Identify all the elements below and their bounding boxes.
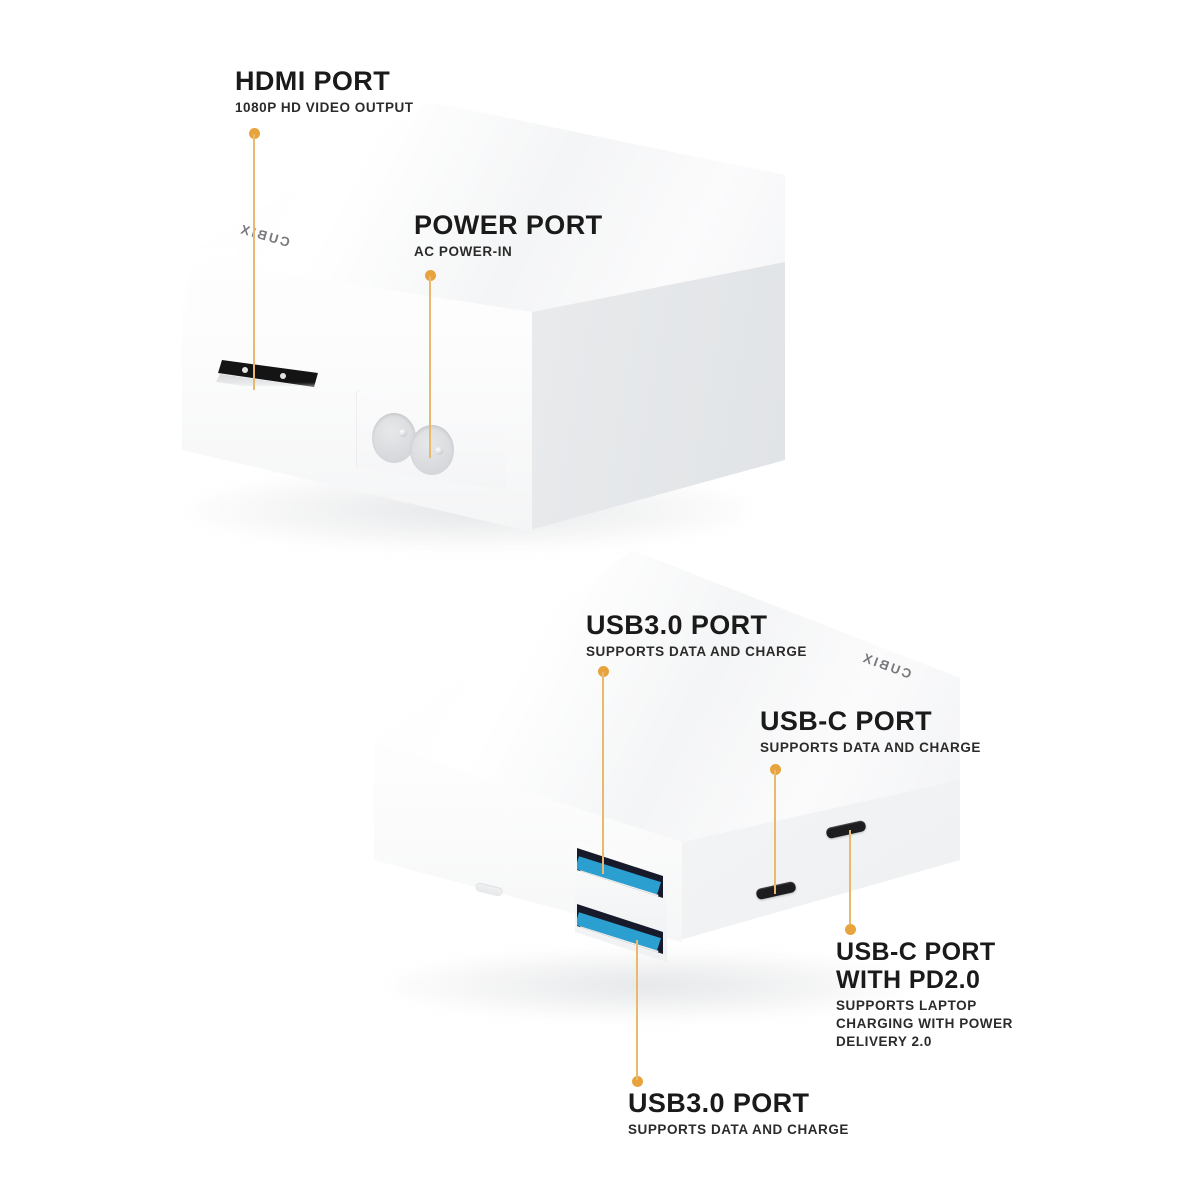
usb3-top-leader-line (602, 672, 604, 874)
usb3-bottom-leader-line (636, 940, 638, 1080)
hdmi-leader-dot (249, 128, 260, 139)
usbc-leader-dot (770, 764, 781, 775)
callout-usbc-pd-title: USB-C PORT WITH PD2.0 (836, 938, 996, 994)
callout-hdmi-subtitle: 1080P HD VIDEO OUTPUT (235, 100, 414, 116)
callout-usbc-title: USB-C PORT (760, 706, 932, 736)
callout-power-title: POWER PORT (414, 210, 603, 240)
callout-hdmi-title: HDMI PORT (235, 66, 391, 96)
callout-usbc-subtitle: SUPPORTS DATA AND CHARGE (760, 740, 981, 756)
ac-power-hole-left (372, 413, 416, 463)
callout-usbc-pd: USB-C PORT WITH PD2.0 SUPPORTS LAPTOP CH… (836, 938, 1013, 1052)
callout-usb3-top-title: USB3.0 PORT (586, 610, 768, 640)
callout-power: POWER PORT AC POWER-IN (414, 210, 603, 261)
device-front: CUBIX (160, 80, 840, 560)
callout-usb3-top-subtitle: SUPPORTS DATA AND CHARGE (586, 644, 807, 660)
usbc-pd-leader-dot (845, 924, 856, 935)
callout-usbc-pd-subtitle: SUPPORTS LAPTOP CHARGING WITH POWER DELI… (836, 998, 1013, 1050)
usb3-top-leader-dot (598, 666, 609, 677)
ac-power-hole-right (410, 425, 454, 475)
power-leader-line (429, 276, 431, 458)
callout-usbc: USB-C PORT SUPPORTS DATA AND CHARGE (760, 706, 981, 757)
lower-device-shadow (390, 950, 910, 1020)
hdmi-leader-line (253, 134, 255, 390)
power-leader-dot (425, 270, 436, 281)
usbc-leader-line (774, 770, 776, 894)
usb3-bottom-leader-dot (632, 1076, 643, 1087)
callout-hdmi: HDMI PORT 1080P HD VIDEO OUTPUT (235, 66, 414, 117)
device-rear: CUBIX (360, 530, 1000, 1000)
callout-usb3-bottom-title: USB3.0 PORT (628, 1088, 810, 1118)
callout-usb3-bottom: USB3.0 PORT SUPPORTS DATA AND CHARGE (628, 1088, 849, 1139)
callout-usb3-bottom-subtitle: SUPPORTS DATA AND CHARGE (628, 1122, 849, 1138)
ac-power-pin-right (435, 447, 443, 455)
ac-power-pin-left (399, 429, 407, 437)
callout-power-subtitle: AC POWER-IN (414, 244, 513, 260)
usbc-pd-leader-line (849, 830, 851, 924)
device-front-corner-highlight (176, 248, 236, 308)
callout-usb3-top: USB3.0 PORT SUPPORTS DATA AND CHARGE (586, 610, 807, 661)
